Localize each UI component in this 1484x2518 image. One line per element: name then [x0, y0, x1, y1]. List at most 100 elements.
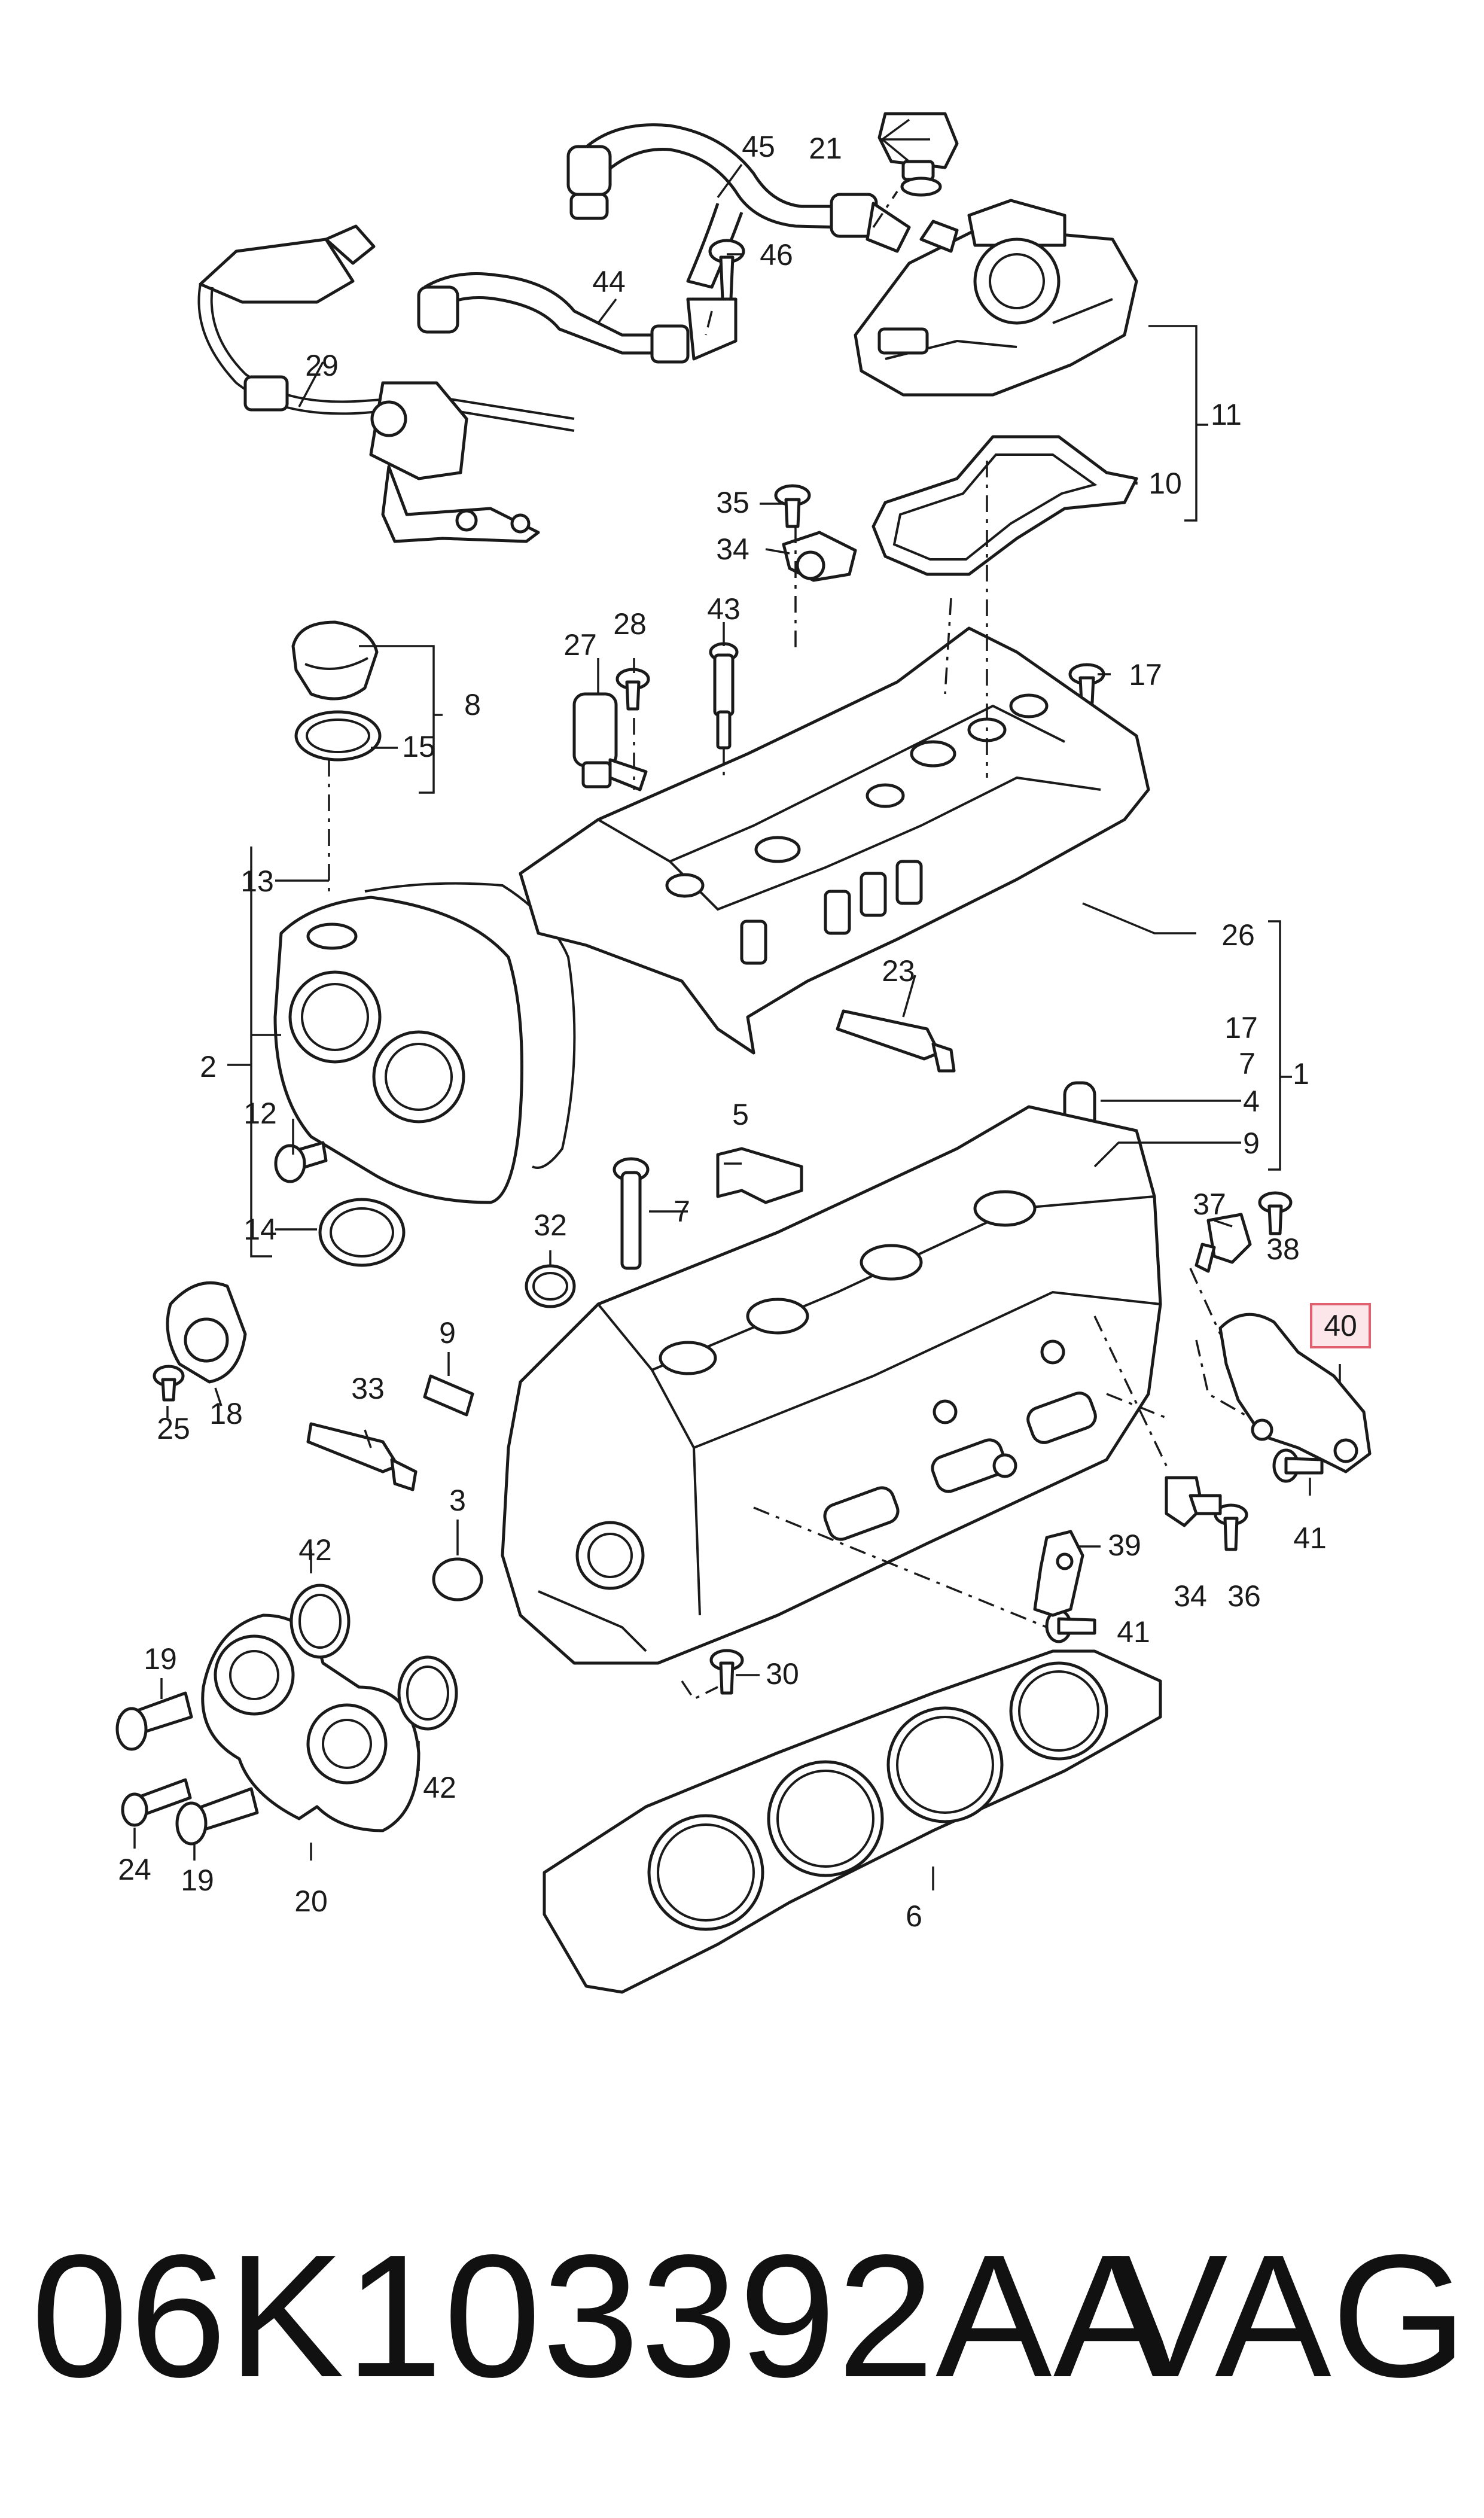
- bracket-5: [716, 1147, 803, 1204]
- plug-32: [525, 1264, 576, 1308]
- camshaft-adjuster-20: [201, 1613, 420, 1832]
- pressure-sensor-21: [877, 112, 959, 197]
- camshaft-sensor-34-lower: [1165, 1476, 1222, 1527]
- callout-8: 8: [464, 688, 481, 721]
- callout-26: 26: [1221, 918, 1255, 952]
- brand-name: VAG: [1111, 2218, 1467, 2413]
- callout-1: 1: [1293, 1057, 1309, 1091]
- callout-44: 44: [592, 265, 626, 299]
- callout-37: 37: [1193, 1188, 1226, 1221]
- leader-lines: [133, 118, 1341, 1890]
- callout-9-stud: 9: [439, 1316, 456, 1350]
- callout-30: 30: [766, 1657, 799, 1691]
- sensor-27: [572, 692, 648, 791]
- sealant-tube-33: [306, 1422, 418, 1491]
- bolt-12: [274, 1141, 328, 1183]
- bolt-46: [708, 239, 745, 301]
- breather-hose-29: [197, 224, 575, 543]
- callout-labels: 21 45 46 44 29 11 10 35 34 43 28 27 17 8…: [118, 130, 1357, 1933]
- o-ring-14: [318, 1198, 406, 1267]
- oil-separator-gasket-10: [871, 435, 1138, 576]
- o-ring-42-right: [397, 1655, 458, 1731]
- callout-5: 5: [732, 1098, 749, 1131]
- callout-15: 15: [402, 730, 435, 763]
- callout-21: 21: [809, 132, 842, 165]
- callout-7-mid: 7: [1239, 1047, 1256, 1080]
- callout-12: 12: [243, 1097, 277, 1130]
- callout-4: 4: [1243, 1085, 1260, 1118]
- callout-42-right: 42: [423, 1771, 456, 1804]
- callout-13: 13: [240, 864, 274, 898]
- callout-45: 45: [742, 130, 775, 163]
- callout-19-right: 19: [181, 1864, 214, 1897]
- callout-20: 20: [294, 1884, 328, 1918]
- callout-24: 24: [118, 1853, 151, 1886]
- callout-34: 34: [716, 532, 749, 566]
- callout-10: 10: [1148, 467, 1182, 500]
- callout-28: 28: [613, 607, 647, 641]
- callout-3: 3: [449, 1484, 466, 1517]
- oil-filler-cap-8: [291, 620, 379, 701]
- bolt-38: [1258, 1191, 1293, 1235]
- cylinder-head-9: [501, 1105, 1162, 1665]
- exploded-parts-diagram: 21 45 46 44 29 11 10 35 34 43 28 27 17 8…: [115, 112, 1372, 1994]
- bracket-40: [1218, 1313, 1372, 1473]
- camshaft-housing-26: [519, 626, 1150, 1055]
- callout-7-bolt: 7: [674, 1195, 690, 1228]
- part-number: 06K103392AA: [31, 2218, 1171, 2413]
- callout-18: 18: [209, 1397, 243, 1430]
- bolt-19-left: [115, 1691, 193, 1751]
- camshaft-sensor-34-upper: [782, 531, 857, 582]
- bracket-39: [1033, 1530, 1084, 1617]
- callout-29: 29: [305, 349, 339, 382]
- bolt-30: [709, 1649, 744, 1695]
- stud-9: [423, 1374, 474, 1417]
- callout-46: 46: [760, 238, 793, 272]
- guide-pin-43: [709, 642, 739, 750]
- bolt-28: [615, 668, 650, 711]
- bolt-41-right: [1272, 1448, 1324, 1483]
- callout-32: 32: [534, 1208, 567, 1242]
- callout-40: 40: [1324, 1309, 1357, 1342]
- bolt-24: [121, 1778, 192, 1827]
- bolt-17-upper: [1068, 663, 1105, 705]
- seal-ring-15: [294, 710, 382, 762]
- callout-2: 2: [200, 1050, 217, 1083]
- bolt-25: [153, 1365, 185, 1402]
- head-gasket-6: [543, 1649, 1162, 1994]
- callout-17-top: 17: [1129, 658, 1162, 692]
- callout-33: 33: [351, 1372, 385, 1405]
- bolt-36: [1214, 1503, 1248, 1551]
- vacuum-pump-18: [166, 1281, 247, 1384]
- callout-35: 35: [716, 486, 749, 519]
- callout-9-head: 9: [1243, 1126, 1260, 1160]
- callout-34-lower: 34: [1174, 1579, 1207, 1613]
- callout-25: 25: [157, 1412, 190, 1445]
- callout-39: 39: [1108, 1529, 1141, 1562]
- breather-hose-44: [417, 272, 738, 364]
- bolt-19-right: [175, 1787, 259, 1846]
- callout-43: 43: [707, 592, 741, 626]
- callout-19-left: 19: [144, 1642, 177, 1676]
- callout-36: 36: [1227, 1579, 1261, 1613]
- callout-23: 23: [882, 954, 915, 988]
- highlight-box-40: [1310, 1303, 1371, 1348]
- callout-38: 38: [1266, 1232, 1300, 1266]
- callout-14: 14: [243, 1213, 277, 1246]
- sensor-37: [1194, 1213, 1252, 1273]
- callout-17-mid: 17: [1224, 1011, 1258, 1045]
- bolt-35: [774, 484, 811, 528]
- callout-6: 6: [906, 1899, 922, 1933]
- oil-separator-11: [854, 199, 1138, 397]
- callout-11: 11: [1211, 398, 1242, 431]
- sealant-tube-23: [836, 1009, 956, 1073]
- plug-3: [432, 1557, 483, 1601]
- breather-hose-45: [566, 123, 911, 289]
- callout-42-top: 42: [298, 1533, 332, 1567]
- o-ring-42-top: [290, 1584, 351, 1659]
- callout-27: 27: [563, 628, 597, 662]
- callout-41-left: 41: [1117, 1615, 1150, 1649]
- callout-41-right: 41: [1293, 1521, 1327, 1555]
- head-bolt-7: [613, 1157, 650, 1270]
- timing-cover-2: [273, 882, 576, 1204]
